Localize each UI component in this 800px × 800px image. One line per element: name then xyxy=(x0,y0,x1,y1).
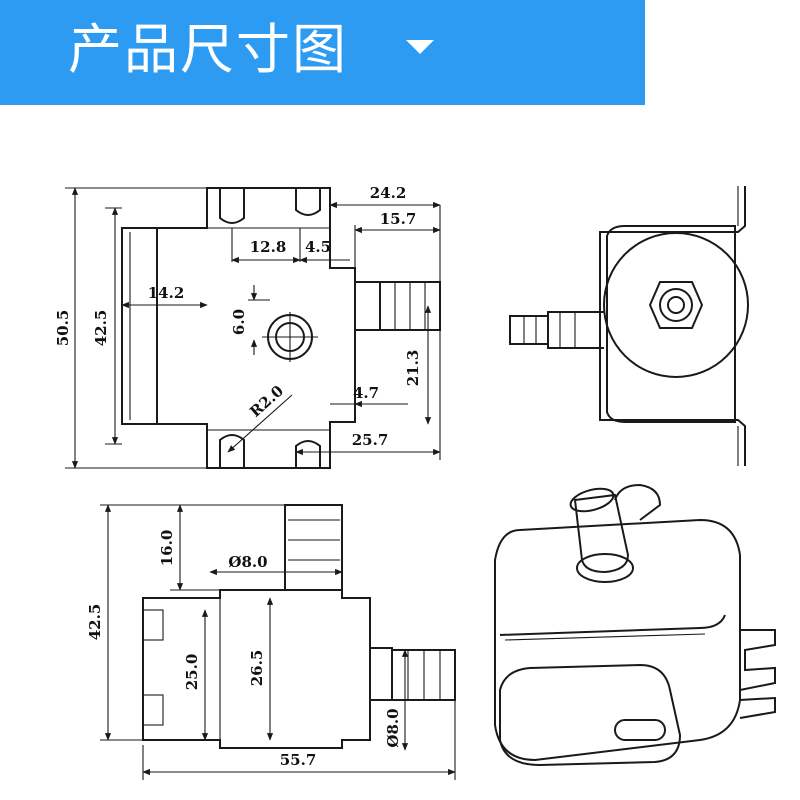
dim-side-16-0: 16.0 xyxy=(158,530,176,567)
dim-side-25-0: 25.0 xyxy=(183,654,201,691)
dim-42-5: 42.5 xyxy=(92,310,110,347)
dim-25-7: 25.7 xyxy=(352,431,389,449)
dim-4-5: 4.5 xyxy=(305,238,331,256)
caret-down-icon[interactable] xyxy=(406,40,434,54)
dim-side-55-7: 55.7 xyxy=(280,751,317,769)
dim-15-7: 15.7 xyxy=(380,210,417,228)
perspective-view xyxy=(494,483,776,767)
dim-side-26-5: 26.5 xyxy=(248,650,266,687)
banner: 产品尺寸图 xyxy=(0,0,645,105)
dim-side-42-5: 42.5 xyxy=(86,604,104,641)
dim-outlet-dia: Ø8.0 xyxy=(228,553,267,571)
side-view: 42.5 16.0 Ø8.0 25.0 26.5 Ø8.0 55.7 xyxy=(86,504,456,780)
dim-r2-0: R2.0 xyxy=(246,382,287,421)
top-view: 50.5 42.5 24.2 15.7 12.8 4.5 14.2 6.0 21… xyxy=(54,184,441,469)
dim-12-8: 12.8 xyxy=(250,238,287,256)
dim-inlet-dia: Ø8.0 xyxy=(384,708,402,747)
dim-4-7: 4.7 xyxy=(353,384,379,402)
dim-50-5: 50.5 xyxy=(54,310,72,347)
dim-21-3: 21.3 xyxy=(404,350,422,387)
banner-title: 产品尺寸图 xyxy=(68,18,348,81)
front-view xyxy=(509,186,749,466)
dim-6-0: 6.0 xyxy=(230,309,248,335)
dim-14-2: 14.2 xyxy=(148,284,185,302)
dim-24-2: 24.2 xyxy=(370,184,407,202)
